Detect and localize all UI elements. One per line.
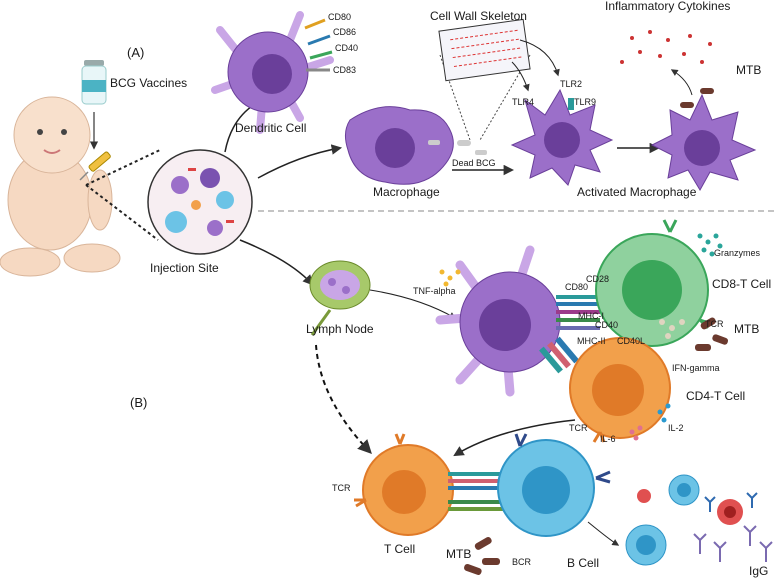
il6-label: IL-6	[600, 434, 616, 444]
arrow-to-cytokines	[670, 69, 693, 96]
arrow-to-plasma	[587, 521, 620, 546]
mtb-right-label: MTB	[734, 322, 760, 336]
il2-dots	[657, 403, 671, 423]
il6-dots	[629, 425, 643, 441]
panel-b-label: (B)	[130, 395, 148, 410]
dead-bcg-label: Dead BCG	[452, 158, 496, 168]
tcr-cd4-label: TCR	[569, 423, 588, 433]
arrow-to-macrophage	[257, 144, 343, 179]
ifn-dots	[659, 319, 685, 339]
tcr-t-label: TCR	[332, 483, 351, 493]
cd4-t-cell	[569, 337, 671, 443]
tnf-label: TNF-alpha	[413, 286, 456, 296]
b-cell	[497, 433, 611, 537]
zoom-line-left	[439, 54, 471, 141]
macrophage-mtb-cell	[650, 88, 757, 191]
vaccine-vial-icon	[81, 60, 107, 105]
il2-label: IL-2	[668, 423, 684, 433]
cell-wall-label: Cell Wall Skeleton	[430, 9, 527, 23]
t-cell	[354, 433, 454, 536]
tlr4-label: TLR4	[512, 97, 535, 107]
cd8-label: CD8-T Cell	[712, 277, 772, 291]
lymph-node-icon	[309, 260, 371, 336]
dendritic-cell-top	[211, 11, 334, 134]
baby-illustration	[0, 96, 121, 277]
cd83-label: CD83	[333, 65, 357, 75]
syringe-icon	[79, 151, 111, 181]
t-cell-label: T Cell	[384, 542, 416, 556]
panel-a-label: (A)	[127, 45, 145, 60]
mhc1-label: MHC-I	[578, 311, 604, 321]
mtb-bottom-label: MTB	[446, 547, 472, 561]
tnf-dots	[439, 269, 461, 287]
tcr-cd8-label: TCR	[705, 319, 724, 329]
vaccine-label: BCG Vaccines	[110, 76, 188, 90]
activated-macrophage-label: Activated Macrophage	[577, 185, 697, 199]
arrow-to-dc-bottom	[369, 289, 457, 319]
cell-wall-skeleton-box	[438, 18, 531, 82]
cd40-bottom-label: CD40	[595, 320, 619, 330]
cd80-top-label: CD80	[328, 12, 352, 22]
igg-antibodies	[693, 492, 773, 562]
injection-site-circle	[147, 149, 253, 255]
mtb-top-label: MTB	[736, 63, 762, 77]
mtb-bacteria-right	[695, 317, 729, 351]
mhc2-label: MHC-II	[577, 336, 606, 346]
dashed-arrow-to-tcell	[315, 344, 372, 455]
cd4-label: CD4-T Cell	[686, 389, 746, 403]
cytokines-label: Inflammatory Cytokines	[605, 0, 731, 13]
arrow-to-tlr2	[519, 39, 560, 77]
dendritic-cell-label: Dendritic Cell	[235, 121, 307, 135]
cd86-label: CD86	[333, 27, 357, 37]
cd8-t-cell	[595, 219, 713, 347]
injection-site-label: Injection Site	[150, 261, 219, 275]
ifn-label: IFN-gamma	[672, 363, 720, 373]
granzyme-dots	[697, 233, 723, 257]
tlr2-label: TLR2	[560, 79, 583, 89]
cd28-label: CD28	[586, 274, 610, 284]
arrow-to-tcell	[453, 419, 576, 457]
granzymes-label: Granzymes	[714, 248, 761, 258]
b-cell-label: B Cell	[567, 556, 600, 570]
arrow-to-lymph-node	[239, 239, 314, 286]
bcr-label: BCR	[512, 557, 532, 567]
cd40l-label: CD40L	[617, 336, 646, 346]
macrophage-label: Macrophage	[373, 185, 440, 199]
receptor-links-cd4	[539, 336, 579, 374]
tlr9-label: TLR9	[574, 97, 597, 107]
cd80-bottom-label: CD80	[565, 282, 589, 292]
plasma-cells	[625, 474, 743, 566]
igg-label: IgG	[749, 564, 769, 578]
receptor-links-tb	[448, 472, 504, 511]
receptor-links-cd8	[556, 295, 600, 330]
zoom-line-top	[85, 149, 161, 186]
lymph-node-label: Lymph Node	[306, 322, 374, 336]
dendritic-cell-bottom	[435, 245, 561, 397]
cd40-top-label: CD40	[335, 43, 359, 53]
macrophage-cell	[344, 106, 454, 185]
arrow-to-tlr4	[511, 61, 530, 92]
cytokine-dots	[620, 30, 712, 64]
activated-macrophage-cell	[510, 88, 614, 186]
dead-bcg-icon	[457, 140, 487, 155]
mtb-bacteria-bottom	[464, 537, 500, 575]
